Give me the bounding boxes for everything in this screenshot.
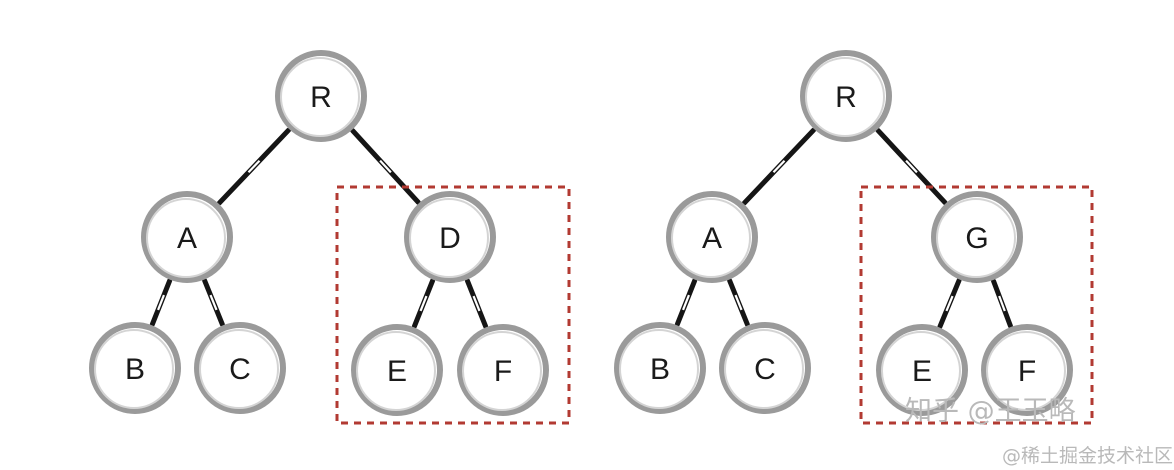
left-edge-D-E [411, 278, 436, 329]
left-edge-R-A [216, 127, 292, 206]
right-edge-R-G [875, 127, 948, 206]
right-node-label-f: F [1018, 355, 1036, 388]
left-node-r: R [275, 50, 367, 142]
right-node-label-c: C [754, 353, 776, 386]
right-edge-R-A [741, 127, 817, 206]
right-node-c: C [719, 322, 811, 414]
left-node-c: C [194, 322, 286, 414]
right-edge-A-C [727, 278, 750, 327]
right-edge-A-B [674, 278, 698, 327]
edges-layer [149, 127, 1013, 330]
right-node-label-a: A [702, 222, 722, 255]
right-node-b: B [614, 322, 706, 414]
left-edge-R-D [350, 128, 421, 205]
left-node-label-r: R [310, 81, 332, 114]
left-node-label-d: D [439, 222, 461, 255]
right-edge-G-E [937, 277, 962, 330]
nodes-layer: R A D B C E F R A G B C E F [89, 50, 1073, 416]
watermark-layer: 知乎 @王玉略 @稀土掘金技术社区 [905, 396, 1173, 467]
left-edge-A-C [202, 278, 225, 327]
right-node-g: G [931, 191, 1023, 283]
left-node-e: E [351, 324, 443, 416]
right-node-a: A [666, 191, 758, 283]
left-node-label-f: F [494, 355, 512, 388]
right-node-e: E [876, 324, 968, 416]
right-edge-G-F [991, 278, 1013, 329]
left-node-label-e: E [387, 355, 407, 388]
left-node-label-b: B [125, 353, 145, 386]
left-node-d: D [404, 191, 496, 283]
left-node-a: A [141, 191, 233, 283]
juejin-watermark: @稀土掘金技术社区 [1002, 445, 1173, 467]
left-node-label-c: C [229, 353, 251, 386]
left-node-label-a: A [177, 222, 197, 255]
right-node-r: R [800, 50, 892, 142]
left-node-f: F [457, 324, 549, 416]
right-node-label-b: B [650, 353, 670, 386]
right-node-f: F [981, 324, 1073, 416]
right-node-label-g: G [965, 222, 988, 255]
left-edge-A-B [149, 278, 173, 327]
left-edge-D-F [464, 278, 489, 329]
right-node-label-e: E [912, 355, 932, 388]
zhihu-watermark: 知乎 @王玉略 [905, 396, 1076, 427]
left-node-b: B [89, 322, 181, 414]
right-node-label-r: R [835, 81, 857, 114]
